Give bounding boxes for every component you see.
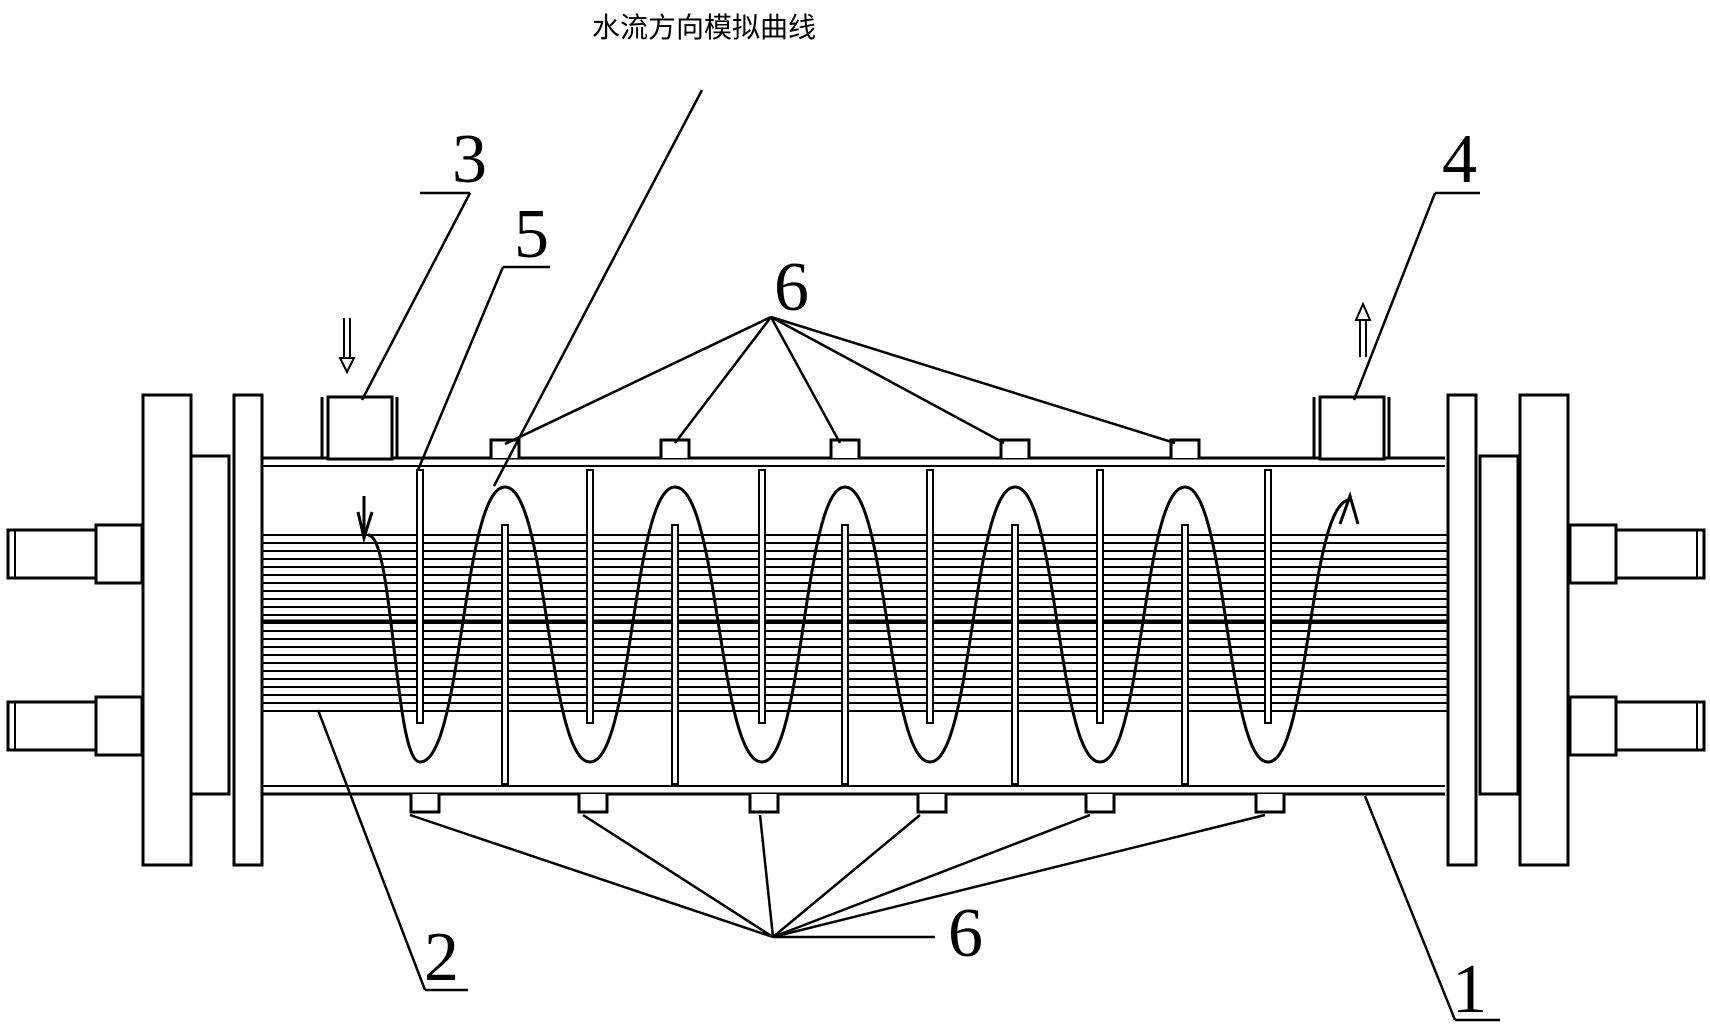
left-end-cover xyxy=(141,393,264,867)
left-nozzle-bottom xyxy=(6,695,144,757)
baffles-bottom xyxy=(501,524,1189,785)
support-notch xyxy=(409,794,441,814)
support-notch xyxy=(1084,794,1116,814)
baffle-plate xyxy=(841,524,849,785)
support-notches-bottom xyxy=(409,794,1286,814)
label-baffle-bottom: 6 xyxy=(948,895,983,972)
baffle-plate xyxy=(416,469,424,724)
support-notches-top xyxy=(489,438,1201,458)
support-notch xyxy=(659,438,691,458)
flow-end-arrow-icon xyxy=(1338,491,1360,525)
outlet-arrow-icon xyxy=(1354,301,1372,357)
baffle-plate xyxy=(1096,469,1104,724)
support-notch xyxy=(1254,794,1286,814)
support-notch xyxy=(748,794,780,814)
label-baffle-top: 6 xyxy=(774,249,809,326)
baffle-plate xyxy=(1264,469,1272,724)
flow-curve-caption: 水流方向模拟曲线 xyxy=(592,11,816,44)
right-nozzle-top xyxy=(1568,523,1706,585)
right-nozzle-bottom xyxy=(1568,695,1706,757)
outlet-pipe xyxy=(1312,395,1391,461)
baffle-plate xyxy=(758,469,766,724)
baffle-plate xyxy=(586,469,594,724)
support-notch xyxy=(916,794,948,814)
support-notch xyxy=(1169,438,1201,458)
label-baffle: 5 xyxy=(514,196,549,273)
baffle-plate xyxy=(671,524,679,785)
support-notch xyxy=(577,794,609,814)
flow-start-arrow-icon xyxy=(356,496,374,544)
label-shell: 1 xyxy=(1452,951,1487,1028)
inlet-pipe xyxy=(320,395,399,461)
left-nozzle-top xyxy=(6,523,144,585)
baffles-top xyxy=(416,469,1272,724)
baffle-plate xyxy=(1011,524,1019,785)
label-tube-bundle: 2 xyxy=(424,919,459,996)
label-inlet: 3 xyxy=(452,121,487,198)
baffle-plate xyxy=(501,524,509,785)
flow-direction-curve xyxy=(367,485,1351,764)
leader-lines xyxy=(316,89,1500,1022)
inlet-arrow-icon xyxy=(338,318,356,375)
label-outlet: 4 xyxy=(1442,121,1477,198)
support-notch xyxy=(829,438,861,458)
support-notch xyxy=(999,438,1031,458)
baffle-plate xyxy=(1181,524,1189,785)
right-end-cover xyxy=(1446,393,1570,867)
baffle-plate xyxy=(926,469,934,724)
